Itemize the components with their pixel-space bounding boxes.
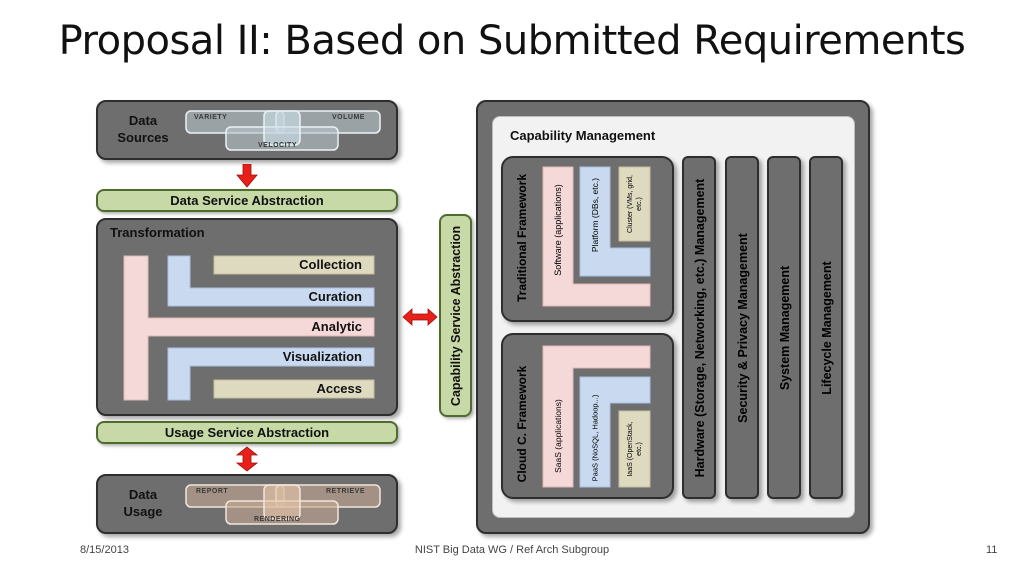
report-label: REPORT [196, 488, 229, 495]
data-usage-panel: Data Usage REPORT RETRIEVE RENDERING [96, 474, 398, 534]
hardware-management-column [682, 156, 716, 499]
data-usage-label: Data Usage [123, 487, 163, 519]
transformation-panel: Transformation Collection Curation Analy… [96, 218, 398, 416]
cluster-label: Cluster (VMs, grid, etc.) [627, 175, 643, 233]
system-management-label: System Management [778, 265, 792, 391]
slide-title: Proposal II: Based on Submitted Requirem… [58, 18, 966, 64]
platform-label: Platform (DBs, etc.) [590, 177, 600, 253]
transformation-label: Transformation [110, 225, 205, 240]
paas-label: PaaS (NoSQL, Hadoop...) [590, 394, 600, 482]
visualization-label: Visualization [282, 349, 362, 364]
analytic-label: Analytic [311, 319, 362, 334]
curation-label: Curation [308, 289, 362, 304]
footer-page-number: 11 [986, 544, 998, 556]
data-sources-panel: Data Sources VARIETY VOLUME VELOCITY [96, 100, 398, 160]
cloud-framework-shapes [542, 345, 651, 488]
data-sources-venn [185, 110, 381, 151]
variety-label: VARIETY [194, 114, 228, 121]
footer-center: NIST Big Data WG / Ref Arch Subgroup [414, 544, 610, 556]
capability-service-abstraction-bar [439, 214, 472, 417]
rendering-label: RENDERING [254, 516, 301, 523]
left-right-arrow-icon [402, 308, 438, 326]
down-arrow-icon [236, 164, 258, 188]
capability-management-label: Capability Management [510, 128, 656, 143]
usage-service-abstraction-bar: Usage Service Abstraction [96, 421, 398, 444]
access-label: Access [316, 381, 362, 396]
lifecycle-management-column [809, 156, 843, 499]
capability-service-abstraction-label: Capability Service Abstraction [449, 225, 463, 407]
traditional-framework-label: Traditional Framework [515, 173, 529, 303]
hardware-management-label: Hardware (Storage, Networking, etc.) Man… [693, 178, 707, 478]
iaas-label: IaaS (OpenStack, etc.) [627, 421, 643, 477]
transformation-shapes [123, 255, 375, 401]
velocity-label: VELOCITY [258, 142, 298, 149]
system-management-column [767, 156, 801, 499]
collection-label: Collection [299, 257, 362, 272]
data-sources-label: Data Sources [117, 113, 169, 145]
data-usage-venn [185, 484, 381, 525]
traditional-framework-shapes [542, 166, 651, 307]
cluster-label-wrap: Cluster (VMs, grid, etc.) [620, 168, 650, 240]
volume-label: VOLUME [332, 114, 365, 121]
security-privacy-management-label: Security & Privacy Management [736, 233, 750, 423]
software-label: Software (applications) [553, 184, 563, 276]
lifecycle-management-label: Lifecycle Management [820, 261, 834, 395]
up-down-arrow-icon [236, 446, 258, 472]
data-service-abstraction-bar: Data Service Abstraction [96, 189, 398, 212]
iaas-label-wrap: IaaS (OpenStack, etc.) [620, 412, 650, 486]
footer-date: 8/15/2013 [80, 544, 129, 556]
retrieve-label: RETRIEVE [326, 488, 366, 495]
cloud-framework-label: Cloud C. Framework [515, 365, 529, 483]
saas-label: SaaS (applications) [553, 399, 563, 473]
security-privacy-management-column [725, 156, 759, 499]
